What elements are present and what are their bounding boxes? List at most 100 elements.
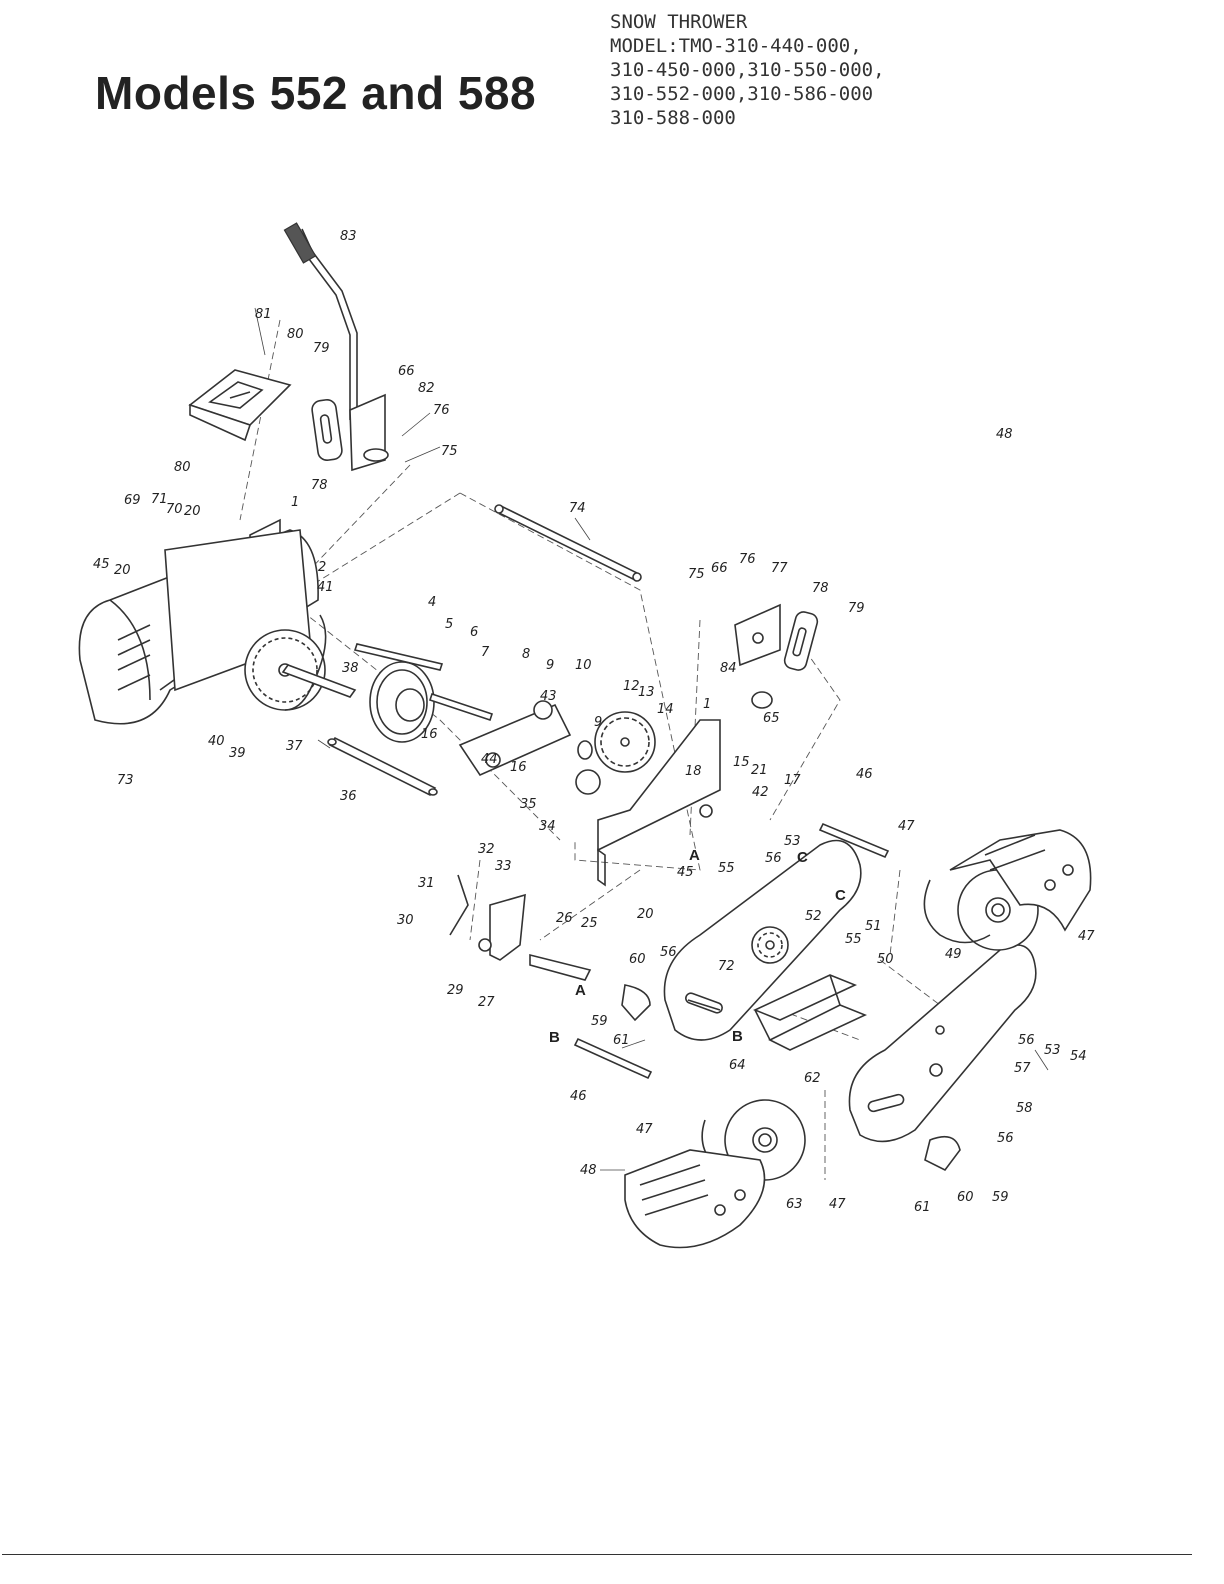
- callout-label: 21: [751, 763, 768, 778]
- callout-label: 63: [786, 1197, 803, 1212]
- friction-wheel: [353, 643, 494, 743]
- callout-label: 35: [520, 797, 537, 812]
- model-info-line: 310-588-000: [610, 107, 736, 129]
- ref-letter: A: [689, 847, 700, 864]
- callout-label: 53: [1044, 1043, 1061, 1058]
- callout-label: 47: [829, 1197, 846, 1212]
- gear-bracket: [458, 700, 656, 795]
- callout-label: 60: [629, 952, 646, 967]
- callout-label: 75: [441, 444, 458, 459]
- callout-label: 33: [495, 859, 512, 874]
- callout-label: 12: [623, 679, 640, 694]
- callout-label: 81: [255, 307, 272, 322]
- callout-label: 42: [752, 785, 769, 800]
- callout-label: 76: [739, 552, 756, 567]
- callout-label: 16: [510, 760, 527, 775]
- callout-label: 1: [703, 697, 711, 712]
- track-upper: [949, 829, 1092, 932]
- callout-label: 30: [397, 913, 414, 928]
- callout-label: 31: [418, 876, 435, 891]
- callout-label: 52: [805, 909, 822, 924]
- callout-label: 66: [711, 561, 728, 576]
- callout-label: 78: [812, 581, 829, 596]
- callout-label: 18: [685, 764, 702, 779]
- callout-label: 75: [688, 567, 705, 582]
- callout-label: 25: [581, 916, 598, 931]
- callout-label: 61: [613, 1033, 630, 1048]
- axles: [573, 822, 890, 1080]
- callout-label: 70: [166, 502, 183, 517]
- ref-letter: B: [732, 1028, 743, 1045]
- callout-label: 43: [540, 689, 557, 704]
- channel-bracket: [752, 974, 868, 1051]
- callout-label: 60: [957, 1190, 974, 1205]
- model-info-line: 310-552-000,310-586-000: [610, 83, 874, 105]
- callout-label: 79: [848, 601, 865, 616]
- callout-label: 47: [1078, 929, 1095, 944]
- page-title: Models 552 and 588: [95, 67, 537, 119]
- callout-label: 71: [151, 492, 168, 507]
- chain-case-right: [848, 944, 1037, 1143]
- model-info-line: MODEL:TMO-310-440-000,: [610, 35, 862, 57]
- callout-label: 80: [174, 460, 191, 475]
- callout-label: 20: [637, 907, 654, 922]
- model-info-line: 310-450-000,310-550-000,: [610, 59, 885, 81]
- callout-label: 40: [208, 734, 225, 749]
- callout-label: 5: [445, 617, 453, 632]
- callout-label: 1: [291, 495, 299, 510]
- model-info-block: SNOW THROWER MODEL:TMO-310-440-000, 310-…: [610, 10, 885, 130]
- callout-label: 46: [856, 767, 873, 782]
- callout-label: 46: [570, 1089, 587, 1104]
- callout-label: 26: [556, 911, 573, 926]
- callout-label: 45: [93, 557, 110, 572]
- callout-label: 58: [1016, 1101, 1033, 1116]
- callout-label: 7: [481, 645, 490, 660]
- callout-label: 73: [117, 773, 134, 788]
- callout-label: 10: [575, 658, 592, 673]
- callout-label: 14: [657, 702, 674, 717]
- callout-label: 45: [677, 865, 694, 880]
- callout-label: 6: [470, 625, 478, 640]
- callout-label: 17: [784, 773, 801, 788]
- callout-label: 13: [638, 685, 655, 700]
- callout-label: 9: [546, 658, 554, 673]
- callout-label: 83: [340, 229, 357, 244]
- callout-label: 74: [569, 501, 586, 516]
- callout-label: 32: [478, 842, 495, 857]
- shift-lever: [283, 222, 358, 420]
- callout-label: 69: [124, 493, 141, 508]
- callout-label: 4: [428, 595, 436, 610]
- callout-label: 78: [311, 478, 328, 493]
- callout-label: 59: [591, 1014, 608, 1029]
- callout-label: 9: [594, 715, 602, 730]
- callout-label: 27: [478, 995, 495, 1010]
- reference-letters: A A B B C C: [549, 847, 846, 1046]
- ref-letter: C: [835, 887, 846, 904]
- callout-label: 8: [522, 647, 530, 662]
- callout-label: 72: [718, 959, 735, 974]
- callout-label: 47: [898, 819, 915, 834]
- callout-label: 48: [996, 427, 1013, 442]
- callout-label: 20: [184, 504, 201, 519]
- callout-label: 49: [945, 947, 962, 962]
- callout-label: 16: [421, 727, 438, 742]
- model-info-line: SNOW THROWER: [610, 11, 748, 33]
- footer-rule: [2, 1554, 1192, 1555]
- right-bracket: [734, 603, 819, 709]
- callout-label: 66: [398, 364, 415, 379]
- callout-label: 56: [1018, 1033, 1035, 1048]
- track-lower: [624, 1149, 766, 1249]
- callout-label: 51: [865, 919, 882, 934]
- callout-label: 37: [286, 739, 303, 754]
- callout-label: 29: [447, 983, 464, 998]
- callout-labels: 83 81 80 79 66 82 76 75 78 80 69 71 70 2…: [93, 229, 1095, 1215]
- shift-plate: [188, 369, 292, 442]
- callout-label: 76: [433, 403, 450, 418]
- callout-label: 44: [481, 752, 498, 767]
- callout-label: 62: [804, 1071, 821, 1086]
- callout-label: 56: [660, 945, 677, 960]
- callout-label: 84: [720, 661, 737, 676]
- callout-label: 82: [418, 381, 435, 396]
- callout-label: 15: [733, 755, 750, 770]
